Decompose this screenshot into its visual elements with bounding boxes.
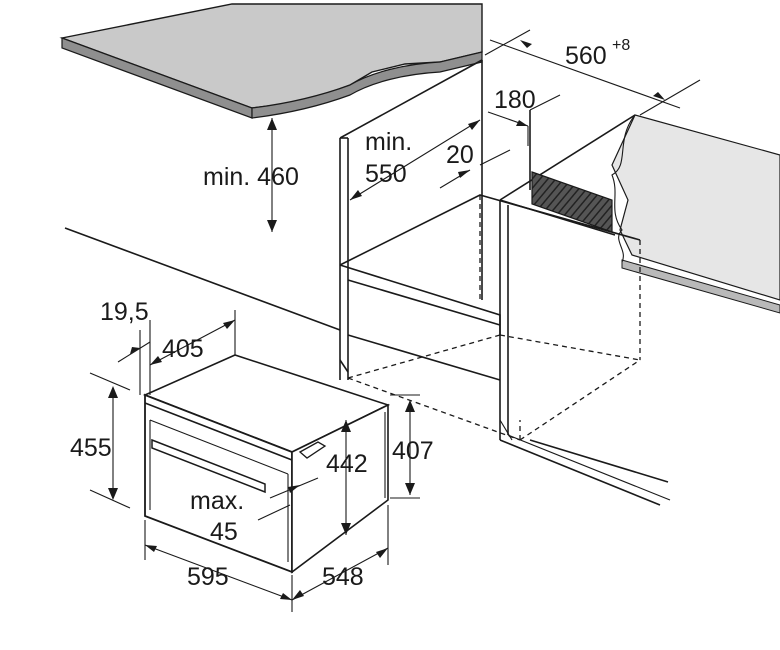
appliance	[142, 354, 391, 574]
dimension-labels: 560 +8 180 min. 550 20 min. 460 19,5 405…	[70, 37, 630, 591]
label-handle-max-line2: 45	[210, 518, 238, 546]
label-niche-depth-min-line1: min.	[365, 128, 412, 156]
label-handle-max-line1: max.	[190, 487, 244, 515]
dimension-lines	[89, 29, 701, 612]
label-appliance-height: 455	[70, 434, 112, 462]
label-niche-height-min: min. 460	[203, 163, 299, 191]
label-appliance-depth: 548	[322, 563, 364, 591]
countertop	[59, 3, 483, 119]
vent-opening	[531, 171, 613, 233]
label-rear-gap: 180	[494, 86, 536, 114]
label-niche-depth-min-line2: 550	[365, 160, 407, 188]
label-niche-width-tolerance: +8	[612, 37, 630, 54]
label-side-gap: 20	[446, 141, 474, 169]
label-panel-thickness: 19,5	[100, 298, 149, 326]
cabinet-carcass	[64, 59, 671, 506]
label-niche-width: 560	[565, 42, 607, 70]
label-body-height: 407	[392, 437, 434, 465]
label-appliance-width: 595	[187, 563, 229, 591]
label-inner-height: 442	[326, 450, 368, 478]
right-wall-panel	[611, 114, 780, 314]
label-appliance-depth-front: 405	[162, 335, 204, 363]
